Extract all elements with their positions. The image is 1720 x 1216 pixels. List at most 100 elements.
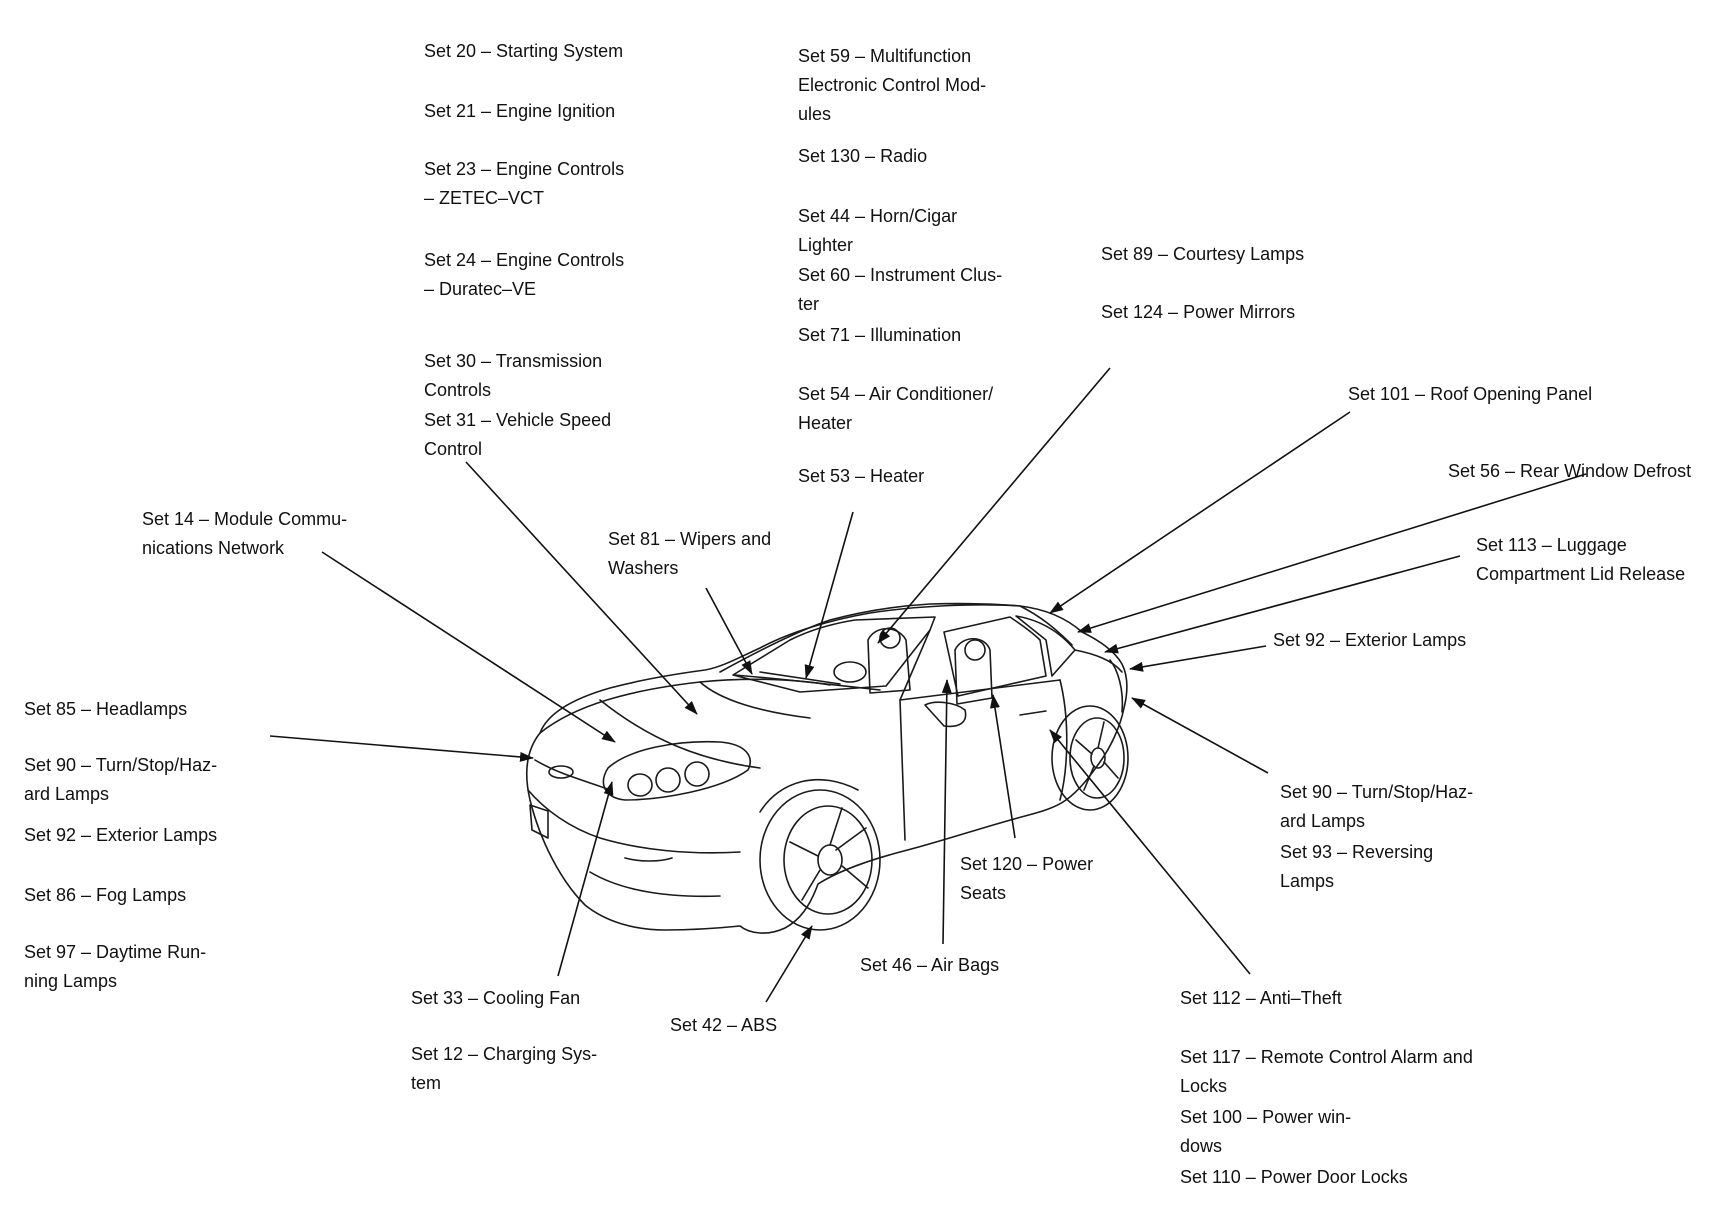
label-line: Set 97 – Daytime Run- bbox=[24, 942, 207, 962]
label-set-12: Set 12 – Charging Sys-tem bbox=[411, 1040, 597, 1098]
passenger-seat bbox=[954, 637, 993, 705]
label-line: Set 59 – Multifunction bbox=[798, 46, 972, 66]
wiper-blade bbox=[759, 671, 841, 685]
label-line: Control bbox=[424, 439, 483, 459]
rear-spokes bbox=[1075, 721, 1119, 791]
label-line: Set 54 – Air Conditioner/ bbox=[798, 384, 994, 404]
label-line: Set 44 – Horn/Cigar bbox=[798, 206, 958, 226]
leader-module-network bbox=[321, 551, 616, 743]
label-set-89: Set 89 – Courtesy Lamps bbox=[1101, 240, 1304, 269]
label-line: Set 20 – Starting System bbox=[424, 41, 624, 61]
tail-edge bbox=[1109, 659, 1124, 713]
door-rear-edge bbox=[1059, 679, 1068, 801]
label-line: Set 60 – Instrument Clus- bbox=[798, 265, 1003, 285]
hood-crease bbox=[599, 699, 761, 769]
license-plate bbox=[529, 804, 549, 839]
label-set-56: Set 56 – Rear Window Defrost bbox=[1448, 457, 1691, 486]
label-set-21: Set 21 – Engine Ignition bbox=[424, 97, 615, 126]
label-line: Set 23 – Engine Controls bbox=[424, 159, 625, 179]
label-set-90-rear: Set 90 – Turn/Stop/Haz-ard Lamps bbox=[1280, 778, 1473, 836]
label-line: Set 56 – Rear Window Defrost bbox=[1448, 461, 1692, 481]
rear-deck bbox=[1074, 649, 1123, 673]
label-line: Set 101 – Roof Opening Panel bbox=[1348, 384, 1593, 404]
front-wheel-arch bbox=[759, 778, 859, 813]
driver-seat bbox=[867, 627, 911, 694]
headlamp-lens-3 bbox=[684, 761, 710, 787]
rear-side-window bbox=[1015, 615, 1076, 677]
label-set-97: Set 97 – Daytime Run-ning Lamps bbox=[24, 938, 206, 996]
label-line: Set 14 – Module Commu- bbox=[142, 509, 348, 529]
label-set-86: Set 86 – Fog Lamps bbox=[24, 881, 186, 910]
car-body-outline bbox=[526, 604, 1128, 934]
label-line: Set 24 – Engine Controls bbox=[424, 250, 625, 270]
label-line: – ZETEC–VCT bbox=[424, 188, 545, 208]
label-set-53: Set 53 – Heater bbox=[798, 462, 924, 491]
label-line: Controls bbox=[424, 380, 492, 400]
label-line: Heater bbox=[798, 413, 853, 433]
label-line: Set 89 – Courtesy Lamps bbox=[1101, 244, 1305, 264]
label-line: Set 81 – Wipers and bbox=[608, 529, 772, 549]
headlamp-lens-1 bbox=[627, 773, 653, 797]
label-line: tem bbox=[411, 1073, 442, 1093]
label-line: – Duratec–VE bbox=[424, 279, 537, 299]
label-set-42: Set 42 – ABS bbox=[670, 1011, 777, 1040]
label-set-112: Set 112 – Anti–Theft bbox=[1180, 984, 1342, 1013]
label-line: Set 42 – ABS bbox=[670, 1015, 778, 1035]
label-set-24: Set 24 – Engine Controls – Duratec–VE bbox=[424, 246, 624, 304]
lower-valance bbox=[589, 871, 721, 898]
label-set-71: Set 71 – Illumination bbox=[798, 321, 961, 350]
leader-cooling-fan bbox=[557, 781, 614, 977]
leader-wipers bbox=[705, 587, 753, 675]
windshield bbox=[732, 616, 936, 693]
leader-ext-lamps-rear bbox=[1129, 645, 1267, 672]
front-hub bbox=[817, 844, 843, 876]
label-set-54: Set 54 – Air Conditioner/Heater bbox=[798, 380, 993, 438]
rear-rim bbox=[1069, 717, 1125, 799]
label-line: Set 53 – Heater bbox=[798, 466, 925, 486]
label-line: Set 117 – Remote Control Alarm and bbox=[1180, 1047, 1473, 1067]
label-line: ules bbox=[798, 104, 832, 124]
leader-rear-lamps bbox=[1131, 697, 1269, 774]
front-side-window bbox=[943, 616, 1047, 697]
label-line: Set 71 – Illumination bbox=[798, 325, 962, 345]
label-line: Washers bbox=[608, 558, 679, 578]
hood-front-edge bbox=[539, 678, 831, 734]
steering-wheel bbox=[833, 661, 867, 683]
label-set-101: Set 101 – Roof Opening Panel bbox=[1348, 380, 1592, 409]
label-line: Electronic Control Mod- bbox=[798, 75, 987, 95]
door-handle bbox=[1019, 710, 1047, 716]
label-line: Set 30 – Transmission bbox=[424, 351, 603, 371]
label-set-100: Set 100 – Power win-dows bbox=[1180, 1103, 1351, 1161]
leader-power-seats bbox=[990, 694, 1016, 839]
label-line: Set 112 – Anti–Theft bbox=[1180, 988, 1342, 1008]
leader-air-bags bbox=[941, 679, 952, 945]
leader-abs bbox=[765, 925, 813, 1003]
roof-line bbox=[719, 602, 1073, 673]
leader-courtesy bbox=[877, 367, 1111, 644]
label-line: Set 46 – Air Bags bbox=[860, 955, 1000, 975]
label-line: Set 12 – Charging Sys- bbox=[411, 1044, 598, 1064]
label-set-60: Set 60 – Instrument Clus-ter bbox=[798, 261, 1002, 319]
leader-headlamps bbox=[269, 735, 534, 762]
cowl bbox=[734, 674, 881, 691]
label-line: Seats bbox=[960, 883, 1007, 903]
passenger-headrest bbox=[964, 639, 986, 661]
label-line: Set 31 – Vehicle Speed bbox=[424, 410, 612, 430]
label-line: ter bbox=[798, 294, 820, 314]
headlamp-cluster bbox=[602, 740, 751, 801]
leader-heater bbox=[804, 511, 854, 679]
fog-lamp bbox=[624, 857, 673, 862]
label-set-92-front: Set 92 – Exterior Lamps bbox=[24, 821, 217, 850]
label-set-23: Set 23 – Engine Controls – ZETEC–VCT bbox=[424, 155, 624, 213]
label-line: ning Lamps bbox=[24, 971, 118, 991]
label-line: ard Lamps bbox=[24, 784, 110, 804]
label-set-33: Set 33 – Cooling Fan bbox=[411, 984, 580, 1013]
label-set-90-front: Set 90 – Turn/Stop/Haz-ard Lamps bbox=[24, 751, 217, 809]
car-illustration bbox=[526, 602, 1129, 934]
